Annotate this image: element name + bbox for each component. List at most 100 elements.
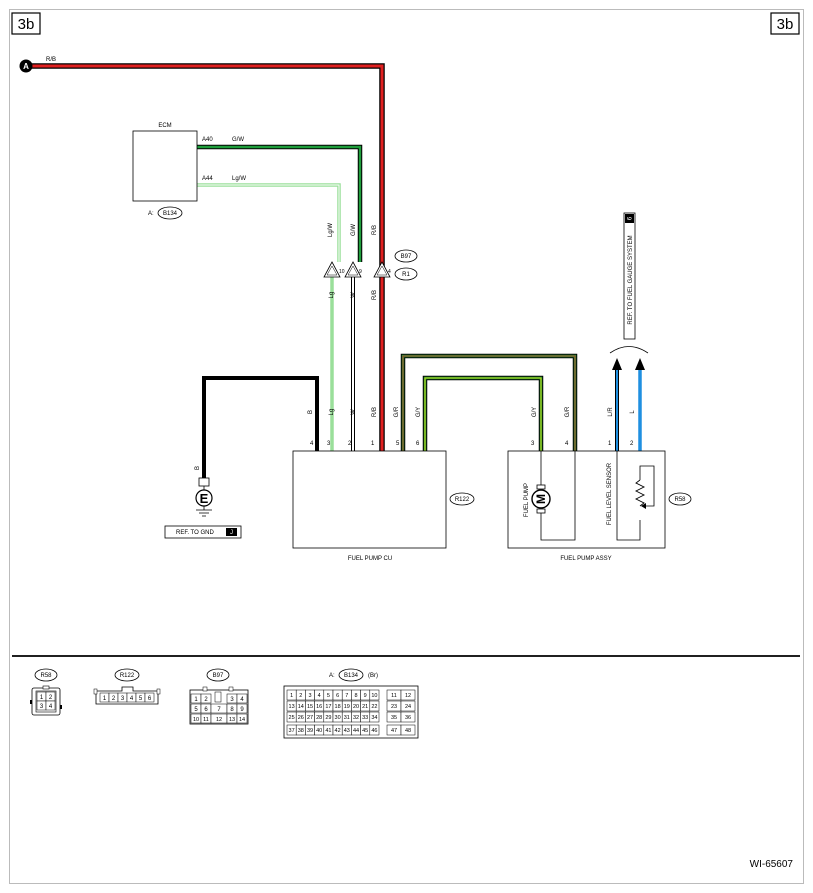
wire-l xyxy=(635,358,645,451)
legend-b134-pin: 3 xyxy=(308,693,311,699)
legend-b134-cell xyxy=(400,700,416,712)
pump-pin-4: 4 xyxy=(565,441,569,447)
cu-pin-3: 3 xyxy=(327,441,331,447)
ecm-pin-a44: A44 xyxy=(202,176,213,182)
r1-tag[interactable]: R1 xyxy=(394,267,418,281)
r58-tag-label: R58 xyxy=(674,497,686,503)
legend-b134-pin: 5 xyxy=(327,693,330,699)
legend-b134-cell xyxy=(369,711,380,723)
legend-r122-pin: 6 xyxy=(148,696,152,702)
wire-label-cu-gr: G/R xyxy=(394,406,400,417)
ref-to-gnd-tag: J xyxy=(230,530,233,536)
ecm-box[interactable] xyxy=(132,130,198,202)
legend-r58[interactable]: R58 1 2 3 4 xyxy=(30,668,62,716)
legend-r122-pin: 2 xyxy=(112,696,116,702)
fuel-pump-cu-label: FUEL PUMP CU xyxy=(348,556,392,562)
legend-r122-cells xyxy=(99,692,155,703)
cu-pin-4: 4 xyxy=(310,441,314,447)
gauge-ref-box[interactable]: 6 REF. TO FUEL GAUGE SYSTEM xyxy=(623,212,636,340)
legend-b134-pin: 45 xyxy=(362,728,368,734)
legend-b134-pin: 16 xyxy=(316,704,322,710)
wire-label-cu-w: W xyxy=(351,409,357,415)
legend-b134-pin: 21 xyxy=(362,704,368,710)
legend-b134-pin: 17 xyxy=(325,704,331,710)
wire-gr xyxy=(400,353,578,451)
legend-b134-pin: 29 xyxy=(325,715,331,721)
legend-b134-pin: 24 xyxy=(405,704,411,710)
legend-b134-pin: 25 xyxy=(289,715,295,721)
level-sensor-resistor-icon xyxy=(634,479,646,509)
wire-label-cu-lg: Lg xyxy=(329,409,335,416)
legend-r122[interactable]: R122 1 2 3 4 5 6 xyxy=(93,668,161,705)
wire-lr xyxy=(612,358,622,451)
fuel-pump-cu-box[interactable] xyxy=(292,450,447,549)
legend-r122-pin: 4 xyxy=(130,696,134,702)
legend-b134-pin: 27 xyxy=(307,715,313,721)
node-a[interactable]: A xyxy=(19,59,33,73)
legend-b134-pin: 22 xyxy=(371,704,377,710)
wire-label-lower-rb: R/B xyxy=(372,290,378,300)
legend-b97-pin: 1 xyxy=(194,697,198,703)
legend-b134-pin: 46 xyxy=(371,728,377,734)
gauge-ref-text: REF. TO FUEL GAUGE SYSTEM xyxy=(628,235,634,324)
ground-symbol-icon: E xyxy=(195,489,213,517)
legend-r58-pin: 1 xyxy=(40,695,44,701)
legend-b134-pin: 12 xyxy=(405,693,411,699)
legend-b134-label: B134 xyxy=(344,673,359,679)
drawing-id: WI-65607 xyxy=(750,859,794,870)
pump-pin-3: 3 xyxy=(531,441,535,447)
legend-b134-pin: 48 xyxy=(405,728,411,734)
wire-label-lower-w: W xyxy=(351,292,357,298)
fuel-pump-assy-box[interactable] xyxy=(507,450,666,549)
connector-b97[interactable]: 10 9 4 xyxy=(323,261,391,278)
legend-b134-pin: 47 xyxy=(391,728,397,734)
legend-r122-label: R122 xyxy=(120,673,135,679)
r122-tag[interactable]: R122 xyxy=(449,492,475,506)
legend-r58-label: R58 xyxy=(40,673,52,679)
b97-pin-9: 9 xyxy=(359,269,362,275)
legend-b134-pin: 14 xyxy=(298,704,304,710)
r58-tag[interactable]: R58 xyxy=(668,492,692,506)
corner-ref-left[interactable]: 3b xyxy=(11,12,41,35)
legend-b134-pin: 44 xyxy=(353,728,359,734)
ref-to-gnd-box[interactable]: REF. TO GND J xyxy=(164,525,242,539)
wire-label-cu-rb: R/B xyxy=(372,407,378,417)
legend-b134-cell xyxy=(369,724,380,736)
cu-pin-2: 2 xyxy=(348,441,352,447)
legend-b97-pin: 13 xyxy=(229,717,235,723)
legend-b134-pin: 38 xyxy=(298,728,304,734)
legend-b134-pin: 8 xyxy=(354,693,357,699)
legend-b97-pin: 8 xyxy=(230,707,234,713)
b97-tag[interactable]: B97 xyxy=(394,249,418,263)
legend-b134-pin: 41 xyxy=(325,728,331,734)
r1-tag-label: R1 xyxy=(402,272,410,278)
legend-b134-pin: 20 xyxy=(353,704,359,710)
legend-b97-pin: 5 xyxy=(194,707,198,713)
b97-pin-4: 4 xyxy=(388,269,391,275)
legend-b97-label: B97 xyxy=(213,673,224,679)
legend-b97-pin: 3 xyxy=(230,697,234,703)
wire-label-upper-rb: R/B xyxy=(372,225,378,235)
cu-pin-1: 1 xyxy=(371,441,375,447)
legend-b134-pin: 40 xyxy=(316,728,322,734)
legend-b134-pin: 15 xyxy=(307,704,313,710)
legend-b97-pin: 4 xyxy=(240,697,244,703)
corner-ref-right[interactable]: 3b xyxy=(770,12,800,35)
legend-b134-suffix: (Br) xyxy=(368,673,378,679)
legend-b134-cell xyxy=(400,724,416,736)
wire-label-pump-gr: G/R xyxy=(565,406,571,417)
legend-b134-pin: 42 xyxy=(335,728,341,734)
wire-label-ecm-gw: G/W xyxy=(232,137,244,143)
ecm-conn-tag[interactable]: B134 xyxy=(157,206,183,220)
legend-b134-pin: 11 xyxy=(391,693,397,699)
legend-b134-pin: 31 xyxy=(344,715,350,721)
legend-b134-pin: 4 xyxy=(318,693,321,699)
legend-b97[interactable]: B97 1 2 3 4 5 6 7 8 9 10 11 12 13 14 xyxy=(189,668,249,725)
legend-b134-cell xyxy=(369,689,380,701)
legend-b97-pin: 2 xyxy=(204,697,208,703)
b97-tag-label: B97 xyxy=(401,254,412,260)
fuel-pump-assy-label: FUEL PUMP ASSY xyxy=(560,556,611,562)
wire-label-upper-lgw: Lg/W xyxy=(328,223,334,237)
